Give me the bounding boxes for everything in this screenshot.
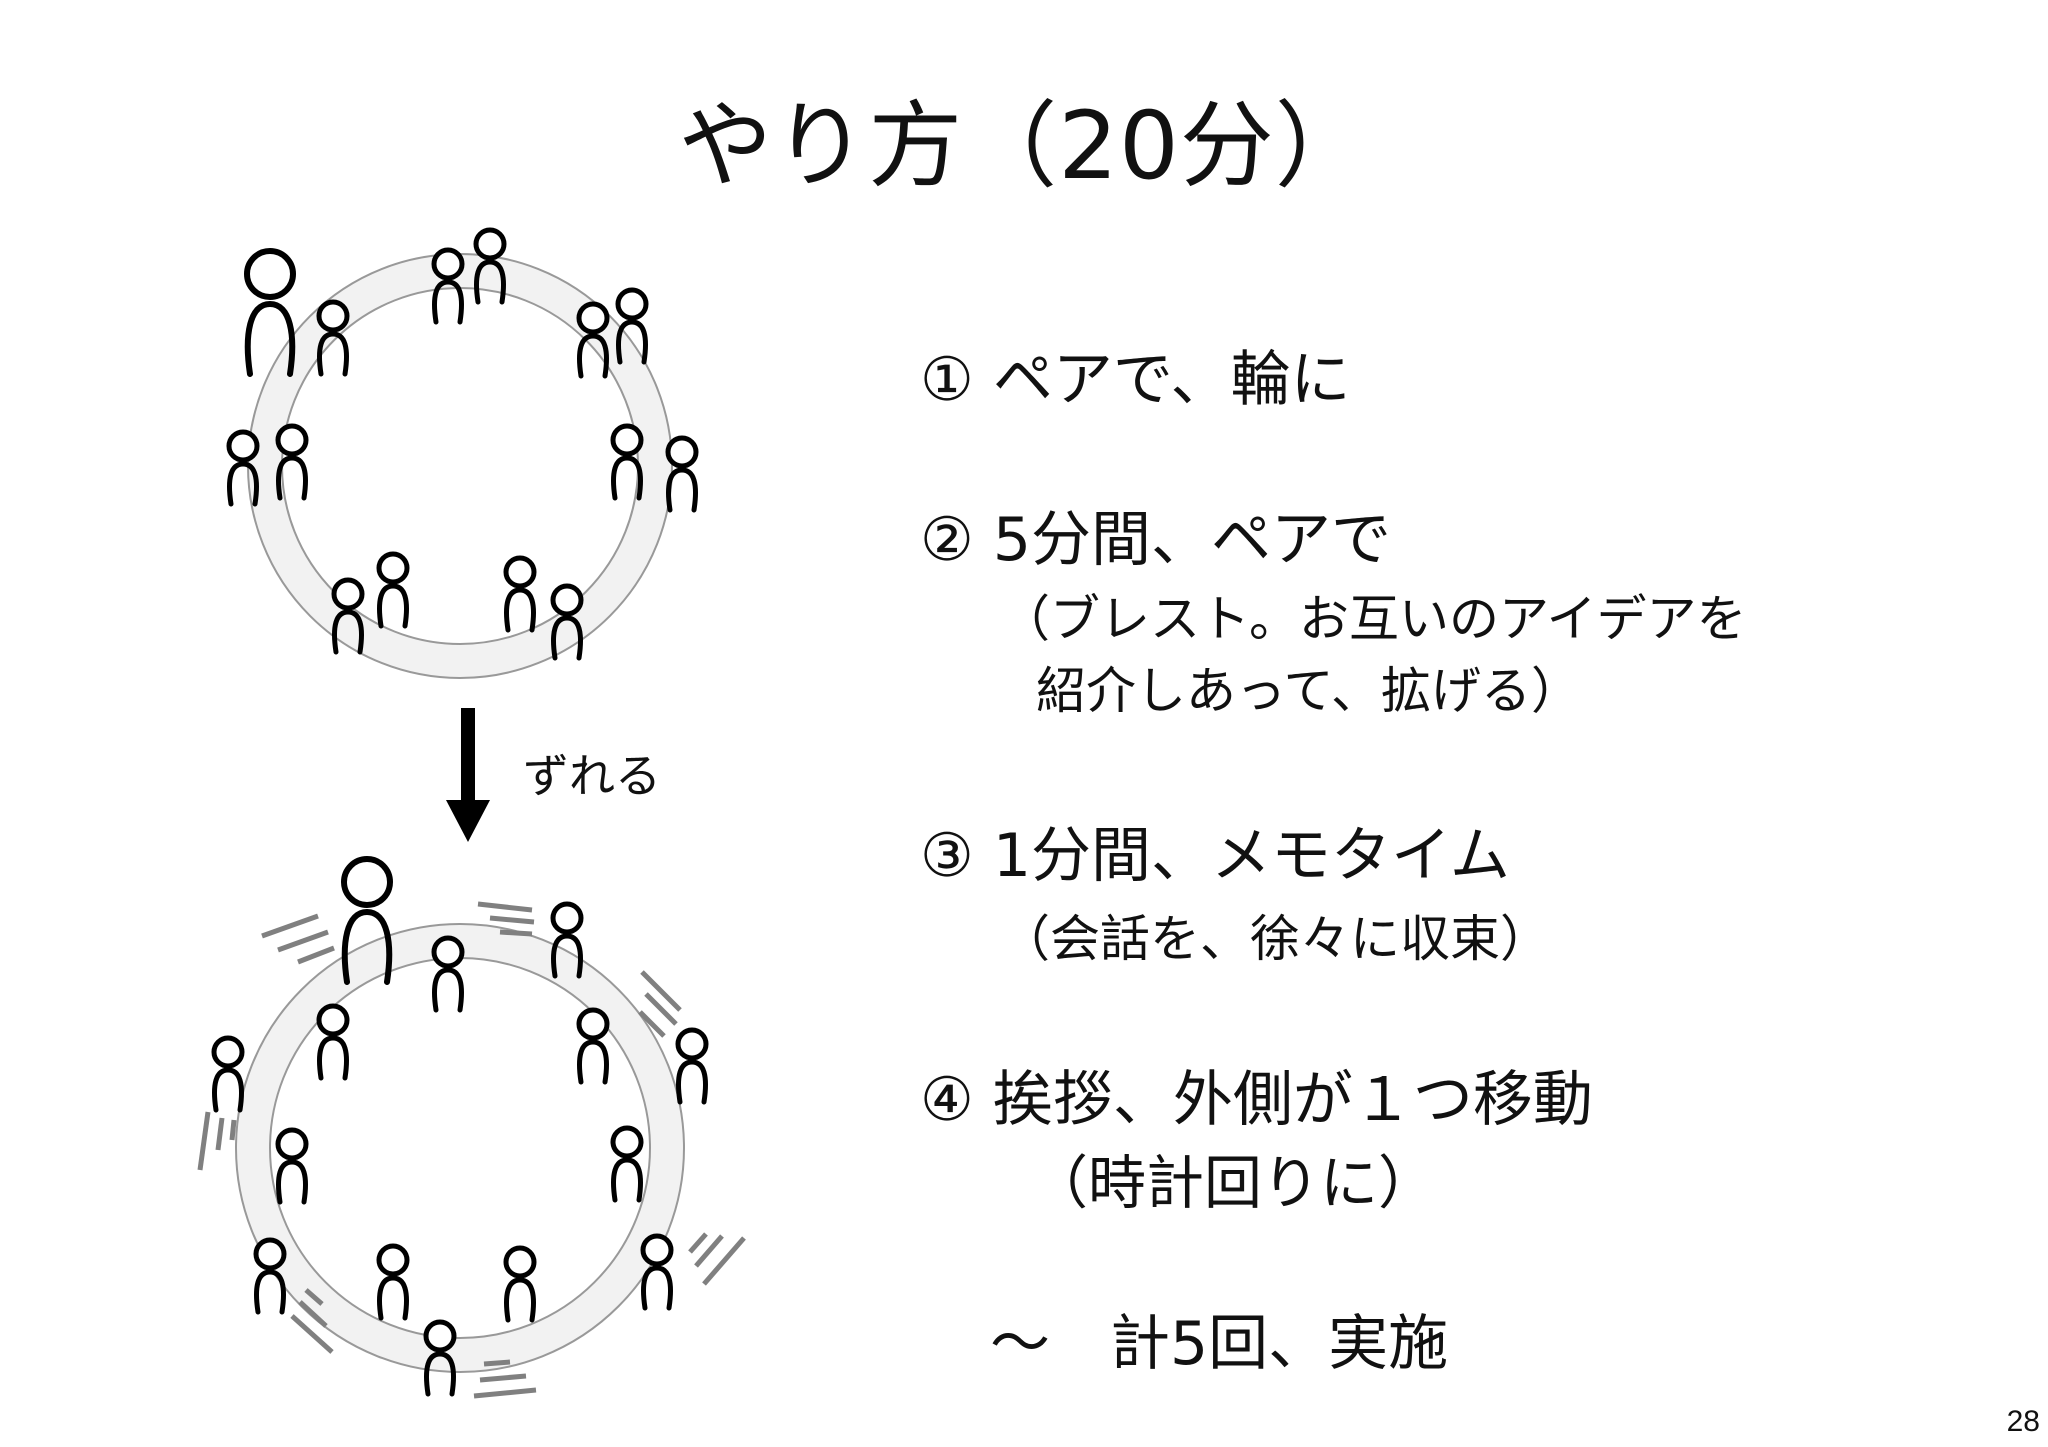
person bbox=[214, 1038, 242, 1110]
step-2: ② 5分間、ペアで bbox=[920, 505, 1392, 575]
down-arrow-icon bbox=[446, 708, 490, 842]
person bbox=[579, 1010, 607, 1082]
person bbox=[434, 938, 462, 1010]
shift-label: ずれる bbox=[523, 749, 661, 803]
step-4-note: （時計回りに） bbox=[1030, 1149, 1437, 1217]
person bbox=[506, 558, 534, 630]
person bbox=[256, 1240, 284, 1312]
step-3: ③ 1分間、メモタイム bbox=[920, 821, 1510, 891]
person bbox=[319, 1006, 347, 1078]
motion-lines bbox=[197, 901, 746, 1399]
step-4: ④ 挨拶、外側が１つ移動 bbox=[920, 1065, 1593, 1135]
person bbox=[613, 1128, 641, 1200]
person bbox=[506, 1248, 534, 1320]
page-number: 28 bbox=[2006, 1405, 2040, 1438]
step-2-note-line-2: 紹介しあって、拡げる） bbox=[1036, 662, 1581, 720]
summary: ～ 計5回、実施 bbox=[990, 1309, 1449, 1379]
person bbox=[278, 1130, 306, 1202]
step-1: ① ペアで、輪に bbox=[920, 345, 1351, 415]
person bbox=[379, 554, 407, 626]
person bbox=[643, 1236, 671, 1308]
person bbox=[379, 1246, 407, 1318]
page-title: やり方（20分） bbox=[678, 92, 1370, 201]
person bbox=[668, 438, 696, 510]
step-2-note-line-1: （ブレスト。お互いのアイデアを bbox=[1000, 590, 1747, 648]
person bbox=[678, 1030, 706, 1102]
step-3-note: （会話を、徐々に収束） bbox=[1000, 910, 1550, 968]
